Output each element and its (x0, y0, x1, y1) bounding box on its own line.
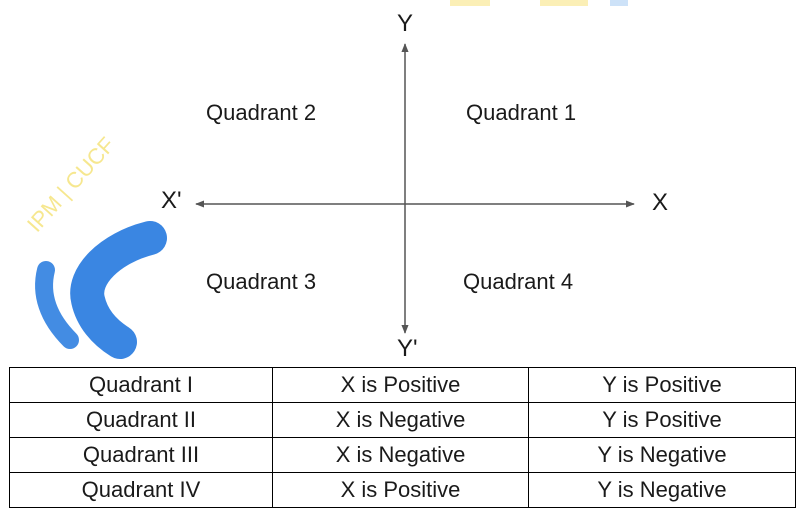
quadrant-1-label: Quadrant 1 (466, 100, 577, 125)
table-row: Quadrant II X is Negative Y is Positive (9, 402, 796, 438)
y-sign-cell: Y is Negative (528, 472, 796, 508)
x-axis-label: X (652, 189, 669, 216)
table-row: Quadrant IV X is Positive Y is Negative (9, 472, 796, 508)
axes (195, 43, 635, 334)
y-sign-cell: Y is Positive (528, 402, 796, 438)
y-prime-axis-label: Y' (397, 335, 418, 362)
quadrant-cell: Quadrant I (9, 367, 273, 403)
x-prime-axis-label: X' (161, 187, 182, 214)
table-row: Quadrant I X is Positive Y is Positive (9, 367, 796, 403)
quadrant-3-label: Quadrant 3 (206, 269, 317, 294)
y-sign-cell: Y is Negative (528, 437, 796, 473)
quadrant-sign-table: Quadrant I X is Positive Y is Positive Q… (9, 367, 796, 508)
watermark-logo (35, 0, 628, 359)
y-axis-label: Y (397, 10, 414, 37)
x-sign-cell: X is Negative (272, 402, 529, 438)
table-row: Quadrant III X is Negative Y is Negative (9, 437, 796, 473)
quadrant-2-label: Quadrant 2 (206, 100, 317, 125)
x-sign-cell: X is Positive (272, 472, 529, 508)
quadrant-cell: Quadrant IV (9, 472, 273, 508)
quadrant-cell: Quadrant III (9, 437, 273, 473)
y-sign-cell: Y is Positive (528, 367, 796, 403)
quadrant-cell: Quadrant II (9, 402, 273, 438)
coordinate-diagram: IPM | CUCF Y Y' X X' Quadrant 2 Quadrant… (22, 0, 669, 362)
x-sign-cell: X is Negative (272, 437, 529, 473)
quadrant-4-label: Quadrant 4 (463, 269, 574, 294)
x-sign-cell: X is Positive (272, 367, 529, 403)
